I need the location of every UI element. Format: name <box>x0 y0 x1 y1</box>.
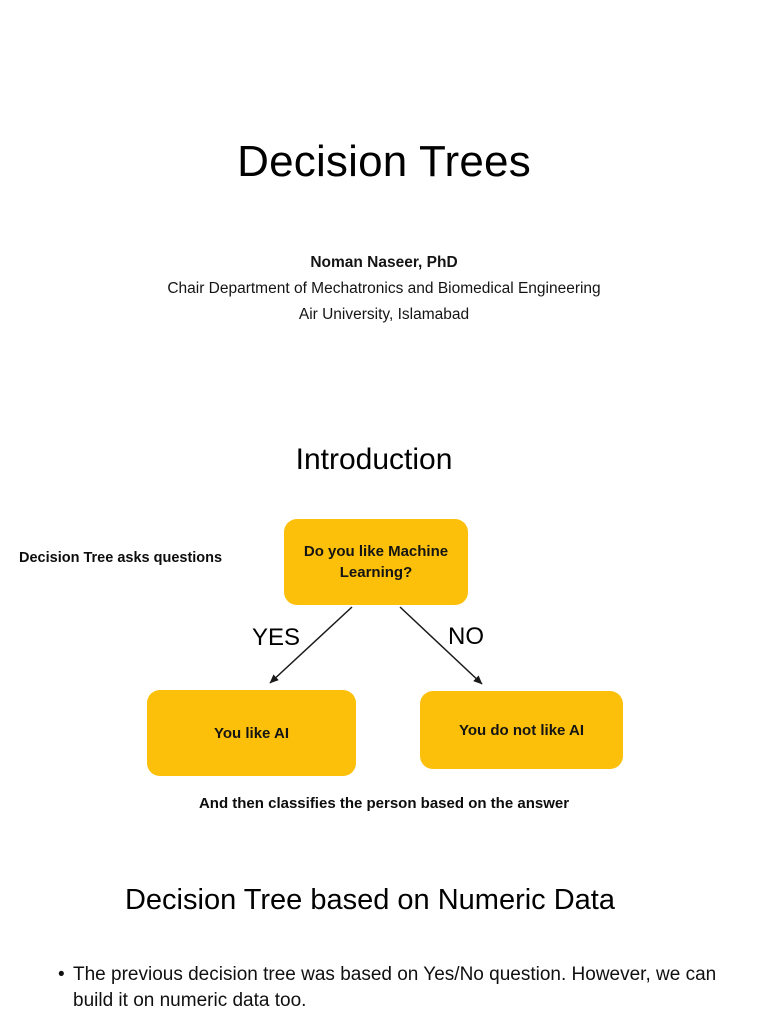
bullet-text: The previous decision tree was based on … <box>73 964 717 1012</box>
tree-node-root[interactable]: Do you like Machine Learning? <box>284 519 468 605</box>
author-name: Noman Naseer, PhD <box>310 254 458 271</box>
bullet-marker-icon: • <box>58 964 65 985</box>
section-heading-numeric-data: Decision Tree based on Numeric Data <box>124 884 615 916</box>
edge-no-arrow <box>399 606 483 685</box>
page-title: Decision Trees <box>237 137 531 186</box>
edge-label-no: NO <box>448 623 484 650</box>
bullet-list: • The previous decision tree was based o… <box>58 962 718 1014</box>
edge-label-yes: YES <box>252 624 301 651</box>
diagram-edges <box>269 606 483 685</box>
author-organization: Air University, Islamabad <box>298 306 470 324</box>
decision-tree-diagram <box>0 500 768 800</box>
tree-node-leaf-yes[interactable]: You like AI <box>147 690 356 776</box>
list-item: • The previous decision tree was based o… <box>58 962 718 1014</box>
diagram-side-note: Decision Tree asks questions <box>19 550 223 566</box>
tree-node-leaf-no[interactable]: You do not like AI <box>420 691 623 769</box>
edge-yes-arrow <box>269 606 353 684</box>
diagram-caption: And then classifies the person based on … <box>198 795 570 812</box>
author-block: Noman Naseer, PhD Chair Department of Me… <box>0 250 768 329</box>
author-department: Chair Department of Mechatronics and Bio… <box>167 279 601 297</box>
section-heading-introduction: Introduction <box>295 443 453 476</box>
